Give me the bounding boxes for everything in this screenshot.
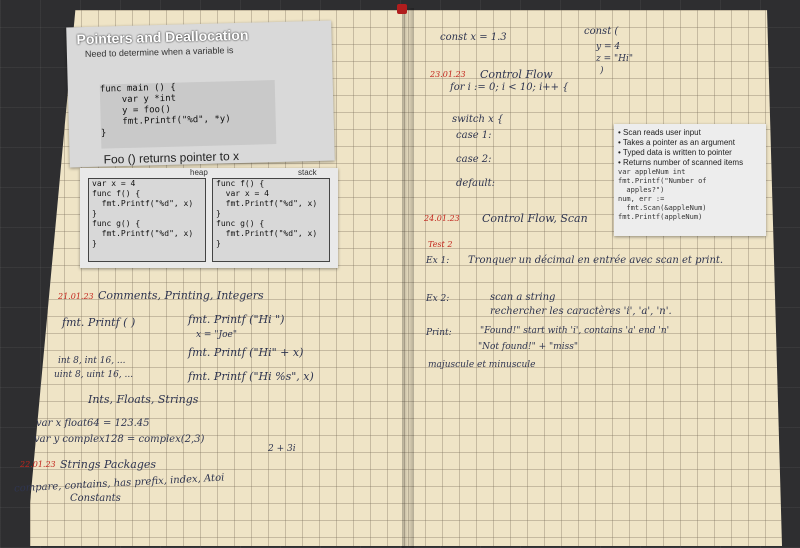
heading-note: Ints, Floats, Strings <box>88 393 199 406</box>
date-note: 23.01.23 <box>430 70 466 79</box>
exercise-label: Ex 1: <box>426 256 450 266</box>
handwritten-note: "Found!" start with 'i', contains 'a' en… <box>480 326 670 336</box>
heading-note: Comments, Printing, Integers <box>98 289 264 302</box>
date-note: 22.01.23 <box>20 460 56 469</box>
code-line: fmt.Printf(appleNum) <box>618 213 703 221</box>
bullet-text: Takes a pointer as an argument <box>622 138 735 147</box>
handwritten-note: const x = 1.3 <box>440 32 507 43</box>
code-line: func g() { <box>216 219 265 228</box>
code-line: var x = 4 <box>92 179 136 188</box>
code-line: apples?") <box>618 186 665 194</box>
code-column-right: func f() { var x = 4 fmt.Printf("%d", x)… <box>212 178 330 262</box>
heading-note: Control Flow <box>480 68 553 81</box>
handwritten-note: x = "Joe" <box>196 330 237 340</box>
code-line: } <box>216 239 221 248</box>
code-line: } <box>92 209 97 218</box>
bullet-text: Scan reads user input <box>623 128 701 137</box>
code-line: var x = 4 <box>216 189 269 198</box>
code-line: } <box>216 209 221 218</box>
handwritten-note: const ( <box>584 26 619 37</box>
handwritten-note: switch x { <box>452 114 504 125</box>
date-note: 24.01.23 <box>424 214 460 223</box>
code-line: var appleNum int <box>618 168 686 176</box>
bullet-item: • Takes a pointer as an argument <box>618 138 735 147</box>
heading-note: Strings Packages <box>60 458 157 471</box>
code-block: func main () { var y *int y = foo() fmt.… <box>99 80 277 149</box>
handwritten-note: Tronquer un décimal en entrée avec scan … <box>468 255 724 266</box>
handwritten-note: fmt. Printf ("Hi ") <box>188 313 285 326</box>
handwritten-note: uint 8, uint 16, ... <box>54 370 134 380</box>
code-line: fmt.Printf("Number of <box>618 177 707 185</box>
code-line: fmt.Scan(&appleNum) <box>618 204 707 212</box>
code-line: fmt.Printf("%d", x) <box>216 229 318 238</box>
exercise-label: Print: <box>426 328 452 338</box>
handwritten-note: 2 + 3i <box>268 444 296 454</box>
printout-subtitle: Need to determine when a variable is <box>84 45 234 60</box>
printout-pointers: Pointers and Deallocation Need to determ… <box>66 20 335 168</box>
handwritten-note: var y complex128 = complex(2,3) <box>34 434 205 445</box>
stack-label: stack <box>298 168 317 177</box>
bullet-item: • Returns number of scanned items <box>618 158 744 167</box>
bookmark-ribbon <box>397 4 407 14</box>
handwritten-note: y = 4 <box>596 42 621 52</box>
date-note: 21.01.23 <box>58 292 94 301</box>
notebook-spine <box>402 8 414 548</box>
printout-scan: • Scan reads user input • Takes a pointe… <box>614 124 766 236</box>
bullet-text: Returns number of scanned items <box>623 158 744 167</box>
handwritten-note: default: <box>456 178 496 189</box>
right-notebook-page <box>408 10 782 546</box>
handwritten-note: majuscule et minuscule <box>428 360 536 370</box>
handwritten-note: case 1: <box>456 130 492 141</box>
code-line: } <box>92 239 97 248</box>
handwritten-note: int 8, int 16, ... <box>58 356 126 366</box>
handwritten-note: for i := 0; i < 10; i++ { <box>450 82 569 93</box>
handwritten-note: case 2: <box>456 154 492 165</box>
handwritten-note: Constants <box>70 493 121 504</box>
code-line: func f() { <box>92 189 141 198</box>
handwritten-note: fmt. Printf ("Hi" + x) <box>188 346 304 359</box>
test-label: Test 2 <box>428 240 453 249</box>
code-line: fmt.Printf("%d", x) <box>216 199 318 208</box>
code-column-left: var x = 4 func f() { fmt.Printf("%d", x)… <box>88 178 206 262</box>
code-line: fmt.Printf("%d", x) <box>92 229 194 238</box>
handwritten-note: z = "Hi" <box>596 54 634 64</box>
handwritten-note: rechercher les caractères 'i', 'a', 'n'. <box>490 306 672 317</box>
bullet-text: Typed data is written to pointer <box>622 148 732 157</box>
handwritten-note: fmt. Printf ("Hi %s", x) <box>188 370 314 383</box>
heading-note: Control Flow, Scan <box>482 212 588 225</box>
bullet-item: • Typed data is written to pointer <box>618 148 732 157</box>
printout-heap-stack: heap stack var x = 4 func f() { fmt.Prin… <box>80 168 338 268</box>
printout-title: Pointers and Deallocation <box>76 26 249 48</box>
code-line: func f() { <box>216 179 265 188</box>
handwritten-note: fmt. Printf ( ) <box>62 316 136 329</box>
handwritten-note: "Not found!" + "miss" <box>478 342 578 352</box>
exercise-label: Ex 2: <box>426 294 450 304</box>
bullet-item: • Scan reads user input <box>618 128 701 137</box>
handwritten-note: var x float64 = 123.45 <box>36 418 150 429</box>
handwritten-note: scan a string <box>490 292 556 303</box>
code-line: func g() { <box>92 219 141 228</box>
heap-label: heap <box>190 168 208 177</box>
code-line: num, err := <box>618 195 665 203</box>
code-line: fmt.Printf("%d", x) <box>92 199 194 208</box>
handwritten-note: ) <box>600 66 604 76</box>
